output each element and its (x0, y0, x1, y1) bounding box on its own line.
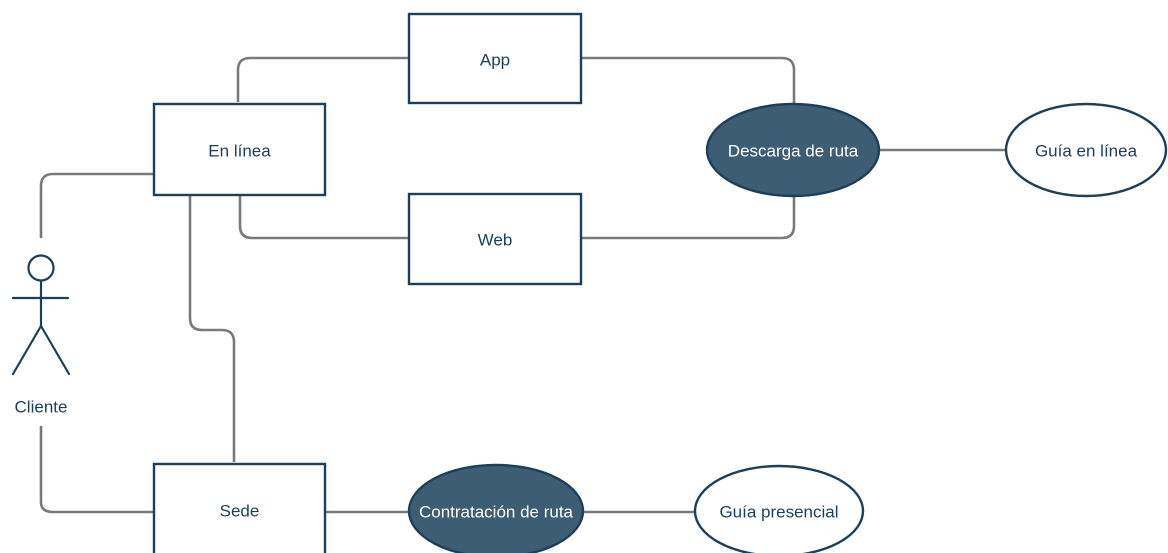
connector-app-descarga (581, 56, 796, 104)
usecase-guia-en-linea[interactable]: Guía en línea (1004, 102, 1168, 198)
node-web[interactable]: Web (407, 192, 583, 286)
connectors (39, 56, 1005, 514)
actor-right-leg-icon (39, 324, 71, 376)
actor-left-leg-icon (11, 324, 43, 376)
actor-head-icon (27, 254, 55, 282)
connector-cliente-sede (39, 426, 154, 514)
usecase-contratacion-label: Contratación de ruta (419, 503, 574, 522)
node-app[interactable]: App (407, 12, 583, 105)
actor-label: Cliente (15, 398, 68, 417)
node-web-label: Web (478, 231, 513, 250)
node-app-label: App (480, 51, 510, 70)
usecase-descarga-label: Descarga de ruta (728, 142, 859, 161)
usecase-guia-presencial-label: Guía presencial (719, 503, 838, 522)
node-en-linea-label: En línea (208, 142, 271, 161)
node-sede[interactable]: Sede (152, 462, 327, 553)
usecase-guia-en-linea-label: Guía en línea (1035, 142, 1138, 161)
connector-en-linea-app (236, 56, 409, 102)
usecase-descarga-de-ruta[interactable]: Descarga de ruta (705, 102, 881, 198)
node-en-linea[interactable]: En línea (152, 102, 327, 197)
connector-en-linea-sede (188, 195, 236, 462)
node-sede-label: Sede (220, 502, 260, 521)
connector-cliente-en-linea (39, 172, 154, 238)
usecase-guia-presencial[interactable]: Guía presencial (693, 464, 865, 553)
connector-en-linea-web (238, 195, 409, 240)
connector-web-descarga (581, 193, 796, 240)
actor-cliente: Cliente (11, 254, 71, 417)
usecase-contratacion-de-ruta[interactable]: Contratación de ruta (407, 463, 585, 553)
